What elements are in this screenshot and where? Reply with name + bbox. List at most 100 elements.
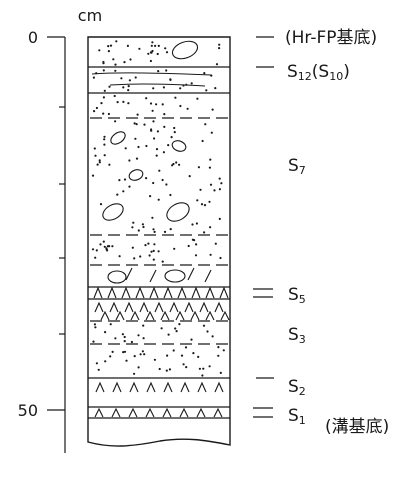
sand-dot [138, 47, 141, 50]
sand-dot [149, 51, 152, 54]
sand-dot [102, 240, 105, 243]
sand-dot [173, 131, 176, 134]
sand-dot [133, 355, 136, 358]
tephra-slash [187, 267, 195, 281]
sand-dot [134, 76, 137, 79]
sand-dot [108, 85, 111, 88]
pumice-mark [130, 310, 140, 321]
sand-dot [137, 145, 140, 149]
sand-dot [155, 154, 158, 157]
sand-dot [142, 225, 145, 229]
sand-dot [209, 253, 212, 256]
sand-dot [92, 76, 95, 79]
sand-dot [197, 166, 200, 169]
pumice-marks [93, 267, 230, 418]
sand-dot [163, 113, 166, 116]
sand-dot [191, 223, 194, 226]
sand-dot [149, 59, 152, 63]
sand-dot [201, 374, 204, 377]
pumice-mark [146, 381, 156, 393]
sand-dot [208, 166, 211, 169]
label-s7-sub: 7 [299, 164, 306, 177]
sand-dot [114, 63, 117, 66]
pumice-mark [184, 301, 194, 313]
sand-dot [179, 87, 182, 90]
sand-dot [95, 249, 98, 252]
pumice-mark [139, 301, 149, 313]
pumice-mark [112, 381, 122, 393]
tephra-slash [149, 269, 157, 283]
sand-dot [157, 250, 160, 253]
sand-dot [104, 331, 107, 334]
sand-dot [155, 148, 159, 151]
tick-label-50: 50 [18, 401, 38, 420]
sand-dot [152, 87, 155, 90]
sand-dot [209, 183, 213, 186]
sand-dot [153, 358, 156, 361]
sand-dot [105, 248, 108, 251]
pumice-mark [213, 407, 223, 418]
sand-dot [136, 113, 139, 116]
sand-dot [209, 226, 212, 229]
sand-dot [211, 108, 214, 111]
sand-dot [214, 242, 217, 245]
sand-dot [187, 244, 190, 248]
sand-dot [116, 101, 119, 104]
sand-dot [218, 43, 221, 46]
tephra-slash [204, 269, 212, 283]
pumice-mark [196, 407, 206, 418]
sand-dot [149, 195, 152, 198]
sand-dot [170, 136, 173, 139]
sand-dot [218, 177, 221, 180]
pumice-mark [177, 286, 187, 299]
sand-dot [143, 123, 146, 126]
sand-dot [153, 137, 156, 140]
pumice-mark [154, 301, 164, 313]
sand-dot [95, 106, 98, 110]
label-s3-sub: 3 [299, 333, 306, 346]
sand-dot [114, 337, 117, 340]
sand-dot [118, 255, 121, 258]
sand-dot [137, 366, 140, 369]
sand-dot [175, 330, 178, 333]
sand-dot [145, 97, 148, 100]
pumice-mark [169, 301, 179, 313]
sand-dot [104, 360, 107, 363]
pumice-mark [135, 286, 145, 299]
sand-dot [218, 188, 221, 191]
sand-dot [148, 254, 151, 257]
sand-dot [123, 340, 126, 343]
pumice-mark [205, 310, 215, 321]
sand-dot [127, 102, 130, 105]
sand-dot [131, 226, 134, 229]
pumice-mark [109, 301, 119, 313]
tick-label-0: 0 [28, 28, 38, 47]
sand-dot [205, 89, 208, 92]
sand-dot [93, 110, 96, 113]
sand-dot [94, 256, 97, 259]
sand-dot [156, 130, 159, 133]
sand-dot [108, 163, 111, 166]
sand-dot [102, 96, 105, 99]
sand-dot [131, 246, 134, 249]
sand-dot [217, 346, 220, 349]
sand-dot [169, 193, 172, 197]
sand-dot [197, 355, 200, 358]
sand-dot [206, 330, 209, 333]
sand-dot [222, 349, 225, 352]
sand-dot [98, 49, 101, 52]
sand-dot [135, 123, 138, 126]
label-s12-close: ) [343, 62, 350, 82]
pumice-mark [205, 286, 215, 299]
pumice-mark [197, 381, 207, 393]
sand-dot [91, 248, 95, 251]
sand-dot [198, 367, 201, 370]
sand-dot [173, 247, 176, 250]
label-s3: S3 [288, 325, 306, 346]
sand-dot [190, 82, 193, 85]
pumice-mark [163, 381, 173, 393]
sand-dot [114, 69, 117, 72]
sand-dot [203, 72, 206, 75]
pumice-mark [180, 381, 190, 393]
pumice-mark [199, 301, 209, 313]
